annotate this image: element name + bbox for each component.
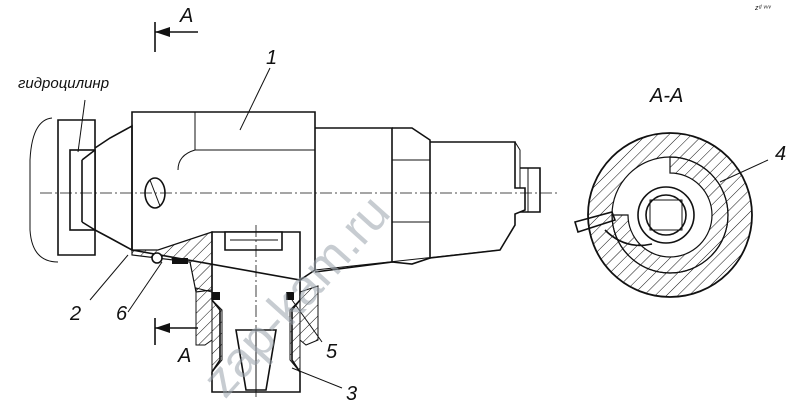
section-arrow-bottom: А	[154, 318, 198, 367]
section-mark-bottom: А	[177, 345, 191, 367]
right-housing	[314, 127, 541, 273]
callout-5: 5	[326, 341, 338, 363]
label-cylinder: гидроцилинр	[18, 75, 109, 92]
callout-4: 4	[775, 143, 786, 165]
watermark-text: zap-kam.ru	[192, 184, 401, 407]
label-section-view: А-А	[649, 85, 683, 107]
callout-1: 1	[266, 47, 277, 69]
section-view-aa	[573, 132, 753, 298]
corner-note: zᵈ ᵛᵛᵛ	[754, 5, 771, 12]
callout-2: 2	[69, 303, 81, 325]
callout-6: 6	[116, 303, 128, 325]
cylinder-wall	[29, 117, 133, 263]
section-arrow-top: А	[154, 5, 198, 52]
section-mark-top: А	[179, 5, 193, 27]
callout-3: 3	[346, 383, 357, 405]
